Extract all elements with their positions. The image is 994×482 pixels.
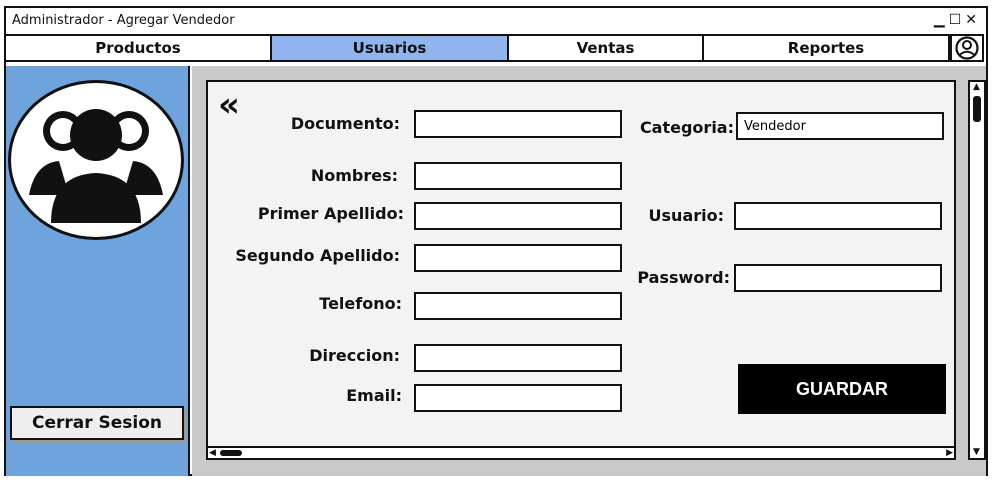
window-title: Administrador - Agregar Vendedor xyxy=(12,13,235,28)
main-nav: Productos Usuarios Ventas Reportes xyxy=(6,34,950,62)
close-icon[interactable]: ✕ xyxy=(965,12,978,28)
back-arrow-icon[interactable]: « xyxy=(218,85,240,125)
primer-apellido-input[interactable] xyxy=(414,202,622,230)
scroll-right-icon[interactable]: ▶ xyxy=(946,448,953,458)
logout-button[interactable]: Cerrar Sesion xyxy=(10,406,184,440)
scroll-left-icon[interactable]: ◀ xyxy=(209,448,216,458)
maximize-icon[interactable]: ☐ xyxy=(948,12,963,28)
segundo-apellido-label: Segundo Apellido: xyxy=(235,246,400,265)
tab-ventas[interactable]: Ventas xyxy=(509,36,704,60)
usuario-input[interactable] xyxy=(734,202,942,230)
categoria-label: Categoria: xyxy=(639,118,734,137)
window-controls: ▁☐✕ xyxy=(931,12,978,28)
avatar xyxy=(8,80,184,240)
telefono-input[interactable] xyxy=(414,292,622,320)
usuario-label: Usuario: xyxy=(648,206,724,225)
password-input[interactable] xyxy=(734,264,942,292)
scroll-up-icon[interactable]: ▲ xyxy=(973,82,980,92)
tab-productos[interactable]: Productos xyxy=(6,36,272,60)
horizontal-scroll-thumb[interactable] xyxy=(220,450,242,456)
categoria-input[interactable] xyxy=(736,112,944,140)
email-input[interactable] xyxy=(414,384,622,412)
save-button[interactable]: GUARDAR xyxy=(738,364,946,414)
sidebar: Cerrar Sesion xyxy=(6,66,190,476)
documento-input[interactable] xyxy=(414,110,622,138)
vertical-scroll-thumb[interactable] xyxy=(973,96,981,122)
tab-usuarios[interactable]: Usuarios xyxy=(272,36,509,60)
horizontal-scrollbar[interactable]: ◀ ▶ xyxy=(206,446,956,460)
title-bar: Administrador - Agregar Vendedor ▁☐✕ xyxy=(6,8,986,34)
direccion-label: Direccion: xyxy=(309,346,400,365)
password-label: Password: xyxy=(637,268,730,287)
direccion-input[interactable] xyxy=(414,344,622,372)
primer-apellido-label: Primer Apellido: xyxy=(257,204,404,223)
user-profile-button[interactable] xyxy=(950,34,984,62)
user-circle-icon xyxy=(955,36,979,60)
vendor-form: « Documento: Nombres: Primer Apellido: S… xyxy=(206,80,956,460)
documento-label: Documento: xyxy=(290,114,400,133)
content-area: « Documento: Nombres: Primer Apellido: S… xyxy=(192,66,986,476)
minimize-icon[interactable]: ▁ xyxy=(933,12,946,28)
segundo-apellido-input[interactable] xyxy=(414,244,622,272)
nombres-label: Nombres: xyxy=(310,166,398,185)
scroll-down-icon[interactable]: ▼ xyxy=(973,447,980,457)
vertical-scrollbar[interactable]: ▲ ▼ xyxy=(968,80,986,460)
email-label: Email: xyxy=(346,386,402,405)
users-group-icon xyxy=(29,109,163,223)
nombres-input[interactable] xyxy=(414,162,622,190)
tab-reportes[interactable]: Reportes xyxy=(704,36,950,60)
telefono-label: Telefono: xyxy=(319,294,402,313)
app-window: Administrador - Agregar Vendedor ▁☐✕ Pro… xyxy=(4,6,988,476)
